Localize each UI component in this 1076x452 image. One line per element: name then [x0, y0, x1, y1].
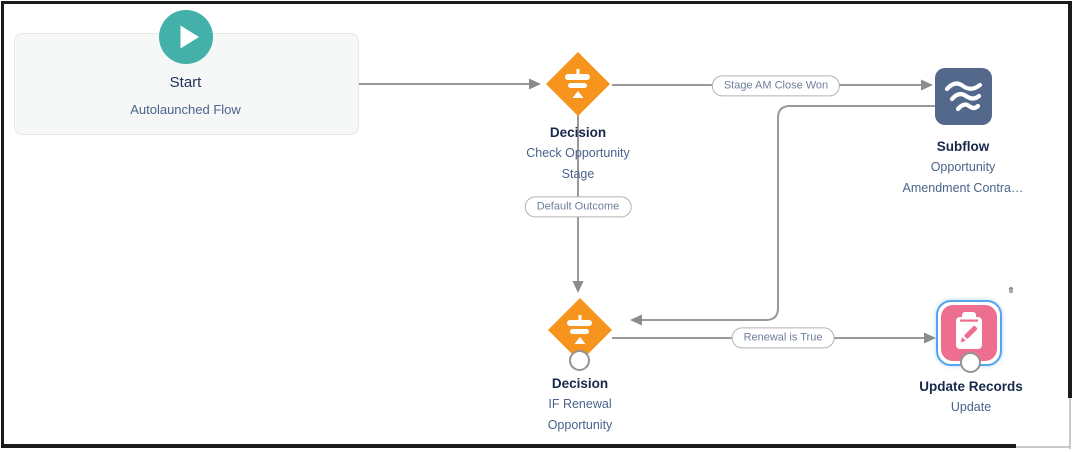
subflow-title: Subflow	[936, 139, 990, 154]
decision1-label-line1: Check Opportunity	[526, 146, 630, 160]
update-records-connector-dot[interactable]	[960, 352, 981, 373]
signpost-icon	[567, 315, 592, 344]
subflow-node-icon[interactable]	[935, 68, 992, 125]
frame-border-top	[1, 1, 1072, 4]
decision2-node-icon[interactable]	[546, 296, 614, 364]
decision2-connector-dot[interactable]	[569, 350, 590, 371]
update-records-label-line1: Update	[950, 400, 992, 414]
start-node-subtitle: Autolaunched Flow	[130, 102, 241, 117]
subflow-label-line2: Amendment Contra…	[902, 181, 1024, 195]
arrowhead-into-decision1	[529, 78, 541, 90]
signpost-icon	[565, 69, 590, 98]
trash-icon	[1008, 287, 1014, 293]
update-records-node-labels: Update Records Update	[861, 377, 1076, 418]
subflow-node-labels: Subflow Opportunity Amendment Contra…	[853, 137, 1073, 199]
decision1-node-icon[interactable]	[544, 50, 612, 118]
frame-border-left	[1, 1, 4, 447]
decision1-title: Decision	[549, 125, 607, 140]
flow-waves-icon	[944, 81, 983, 112]
play-icon	[180, 25, 199, 49]
decision2-label-line1: IF Renewal	[548, 397, 612, 411]
update-records-node-icon[interactable]	[941, 305, 997, 361]
decision2-label-line2: Opportunity	[547, 418, 613, 432]
decision2-node-labels: Decision IF Renewal Opportunity	[470, 374, 690, 436]
arrowhead-into-update	[924, 332, 936, 344]
decision1-label-line2: Stage	[561, 167, 595, 181]
start-node-title: Start	[169, 74, 202, 91]
decision1-node-labels: Decision Check Opportunity Stage	[468, 123, 688, 185]
connector-label-stage-am-close-won[interactable]: Stage AM Close Won	[711, 75, 841, 97]
frame-border-right	[1068, 1, 1072, 398]
update-records-selection-ring	[936, 300, 1002, 366]
delete-element-button[interactable]	[1002, 281, 1020, 299]
connector-label-renewal-is-true[interactable]: Renewal is True	[731, 327, 835, 349]
start-node-icon[interactable]	[159, 10, 213, 64]
frame-border-bottom	[1, 444, 1016, 448]
update-records-title: Update Records	[919, 379, 1023, 394]
decision2-title: Decision	[551, 376, 609, 391]
connector-label-default-outcome[interactable]: Default Outcome	[524, 196, 632, 218]
record-update-icon	[956, 312, 982, 349]
arrowhead-into-decision2-right	[630, 314, 642, 326]
frame-border-right-faded	[1069, 398, 1071, 449]
arrowhead-into-subflow	[921, 79, 933, 91]
frame-border-bottom-faded	[1016, 446, 1071, 448]
arrowhead-into-decision2-top	[572, 281, 584, 293]
subflow-label-line1: Opportunity	[930, 160, 996, 174]
